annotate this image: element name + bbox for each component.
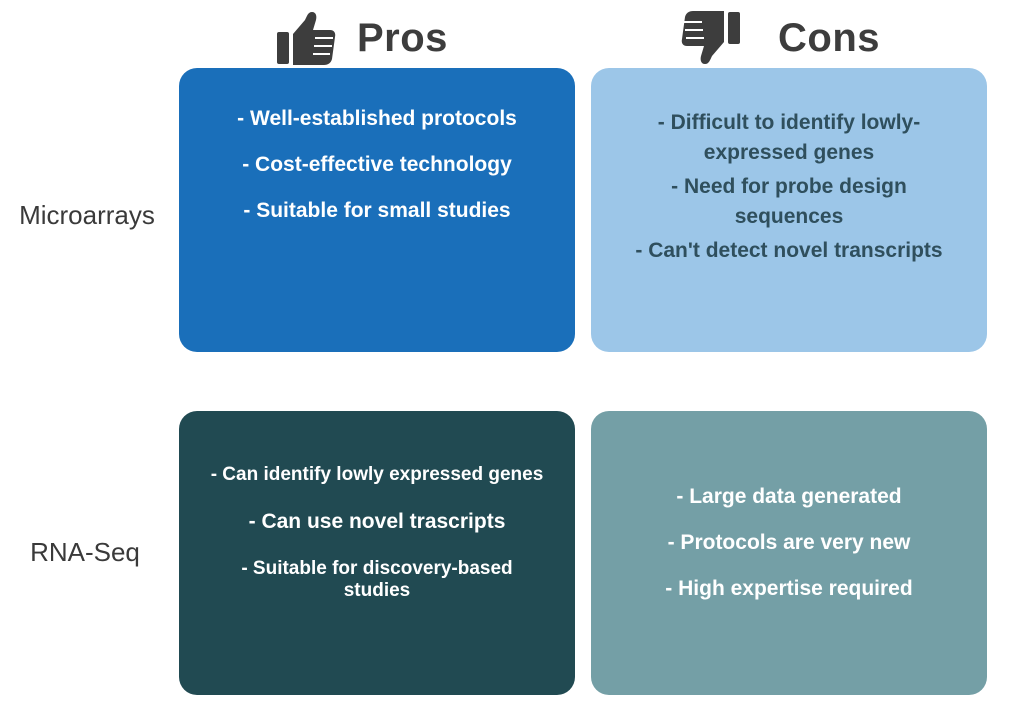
list-item: - Need for probe design sequences (671, 175, 907, 228)
microarrays-pros-list: - Well-established protocols - Cost-effe… (237, 107, 517, 223)
list-item: - Well-established protocols (237, 107, 517, 130)
list-item: - Can use novel trascripts (248, 510, 506, 533)
list-item: - Protocols are very new (667, 531, 911, 554)
cons-title: Cons (778, 15, 880, 60)
list-item: - Suitable for small studies (243, 199, 511, 222)
rnaseq-pros-list: - Can identify lowly expressed genes - C… (207, 464, 547, 602)
list-item: - High expertise required (665, 577, 913, 600)
list-item: - Can't detect novel transcripts (635, 239, 943, 262)
row-label-microarrays: Microarrays (19, 200, 155, 230)
list-item: - Difficult to identify lowly-expressed … (657, 111, 921, 164)
microarrays-pros-card: - Well-established protocols - Cost-effe… (179, 68, 575, 352)
cons-header: Cons (680, 8, 880, 68)
pros-title: Pros (357, 15, 448, 60)
microarrays-cons-list: - Difficult to identify lowly-expressed … (619, 108, 959, 266)
rnaseq-cons-list: - Large data generated - Protocols are v… (665, 485, 912, 601)
list-item: - Can identify lowly expressed genes (210, 464, 544, 485)
thumbs-up-icon (277, 12, 336, 65)
row-label-rnaseq: RNA-Seq (30, 537, 140, 567)
list-item: - Cost-effective technology (242, 153, 512, 176)
rnaseq-cons-card: - Large data generated - Protocols are v… (591, 411, 987, 695)
pros-header: Pros (275, 8, 448, 68)
list-item: - Suitable for discovery-based studies (241, 558, 513, 601)
list-item: - Large data generated (676, 485, 902, 508)
thumbs-down-icon (681, 11, 740, 64)
microarrays-cons-card: - Difficult to identify lowly-expressed … (591, 68, 987, 352)
rnaseq-pros-card: - Can identify lowly expressed genes - C… (179, 411, 575, 695)
